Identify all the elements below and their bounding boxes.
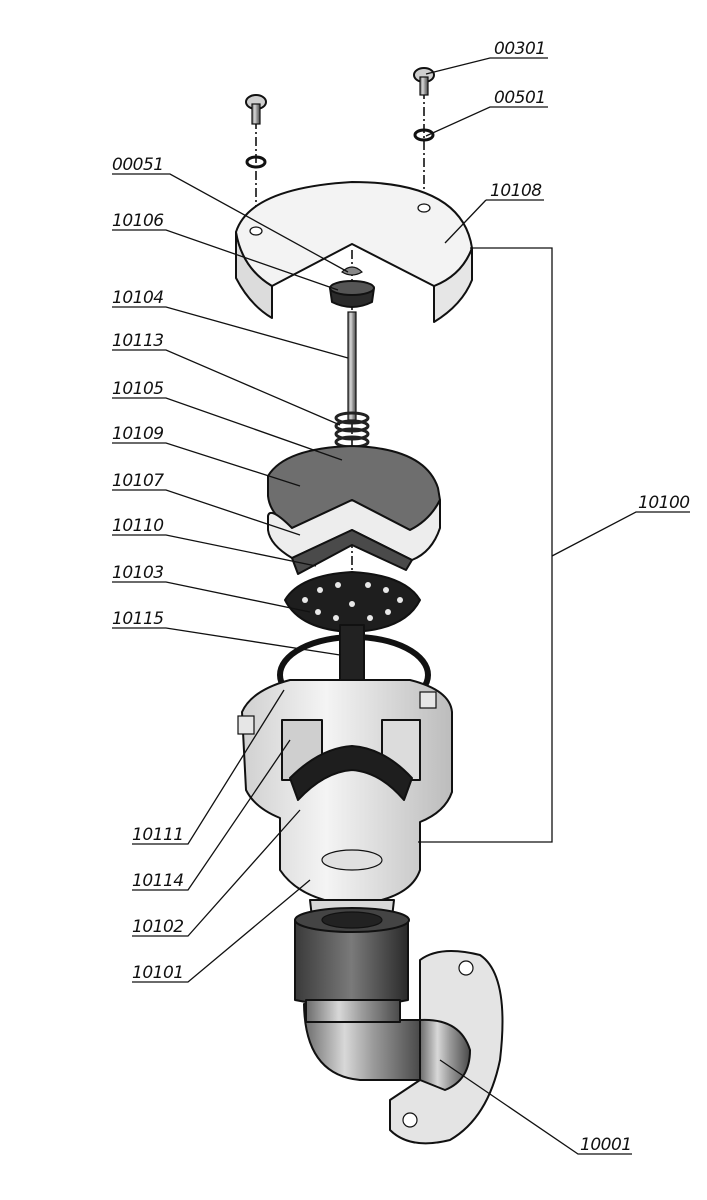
leader-lines: [112, 57, 690, 1155]
label-10113: 10113: [112, 331, 164, 351]
label-10111: 10111: [132, 825, 184, 845]
screw-left: [245, 94, 267, 125]
label-10102: 10102: [132, 917, 184, 937]
label-10101: 10101: [132, 963, 184, 983]
label-10105: 10105: [112, 379, 164, 399]
inner-tube: [339, 624, 365, 688]
elbow-fitting-10001: [294, 907, 504, 1145]
washer-left: [245, 155, 267, 169]
label-00051: 00051: [112, 155, 164, 175]
disc-10110: [291, 529, 413, 575]
screw-right: [413, 67, 435, 96]
label-00501: 00501: [494, 88, 546, 108]
clip-00051: [341, 266, 363, 276]
label-10100: 10100: [638, 493, 690, 513]
label-10110: 10110: [112, 516, 164, 536]
rod-10104: [347, 311, 357, 421]
label-10115: 10115: [112, 609, 164, 629]
housing-10100: [237, 679, 453, 906]
label-00301: 00301: [494, 39, 546, 59]
label-10106: 10106: [112, 211, 164, 231]
label-10104: 10104: [112, 288, 164, 308]
label-10109: 10109: [112, 424, 164, 444]
washer-right: [413, 128, 435, 142]
label-10114: 10114: [132, 871, 184, 891]
label-10103: 10103: [112, 563, 164, 583]
label-10107: 10107: [112, 471, 164, 491]
perforated-disc-10103: [284, 571, 421, 633]
lid-10108: [235, 181, 473, 323]
label-10001: 10001: [580, 1135, 632, 1155]
label-10108: 10108: [490, 181, 542, 201]
bracket-10100: [418, 247, 553, 843]
cap-10106: [329, 280, 375, 308]
